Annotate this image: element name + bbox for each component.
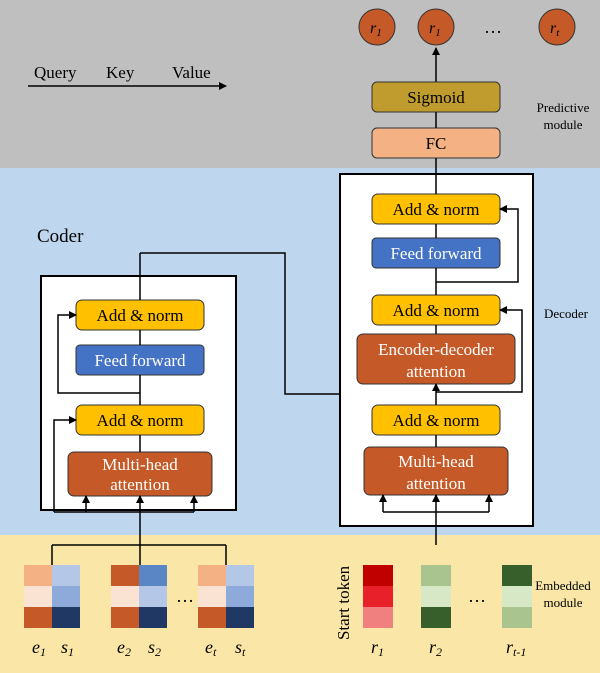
decoder-input-rt1 (502, 565, 532, 628)
embedded-band (0, 535, 600, 673)
coder-attention-label-1: Multi-head (102, 455, 178, 474)
legend-value: Value (172, 63, 211, 82)
output-rt: rt (538, 8, 576, 46)
coder-feed-forward-label: Feed forward (94, 351, 186, 370)
decoder-input-r2 (421, 565, 451, 628)
decoder-attention-label-1: Multi-head (398, 452, 474, 471)
decoder-connections (379, 158, 523, 545)
predictive-label-2: module (544, 117, 583, 132)
svg-text:s1: s1 (61, 637, 74, 659)
decoder-add-norm-top-label: Add & norm (393, 200, 480, 219)
legend-key: Key (106, 63, 135, 82)
output-r1a: r1 (358, 8, 396, 46)
embedded-label-1: Embedded (535, 578, 591, 593)
decoder-attention-label-2: attention (406, 474, 466, 493)
coder-add-norm-bottom-label: Add & norm (97, 411, 184, 430)
svg-text:rt: rt (550, 20, 560, 39)
embedding-dots-left: … (176, 586, 194, 606)
sigmoid-label: Sigmoid (407, 88, 465, 107)
embedded-label-2: module (544, 595, 583, 610)
svg-text:st: st (235, 637, 246, 659)
predictive-label-1: Predictive (537, 100, 590, 115)
legend-query: Query (34, 63, 77, 82)
embedding-et (198, 565, 226, 628)
svg-text:e1: e1 (32, 637, 46, 659)
coder-title: Coder (37, 226, 84, 247)
output-dots: … (484, 17, 502, 37)
embedding-input-labels: e1 s1 e2 s2 et st (32, 637, 246, 659)
predictive-band (0, 0, 600, 168)
decoder-input-labels: r1 r2 rt-1 (371, 637, 526, 659)
embedding-s2 (139, 565, 167, 628)
coder-input-ticks (51, 545, 227, 565)
start-token-label: Start token (334, 565, 353, 640)
svg-text:r1: r1 (370, 20, 382, 39)
decoder-input-r1 (363, 565, 393, 628)
decoder-encdec-label-1: Encoder-decoder (378, 340, 494, 359)
decoder-input-dots: … (468, 586, 486, 606)
embedding-st (226, 565, 254, 628)
svg-text:r1: r1 (429, 20, 441, 39)
svg-text:r2: r2 (429, 637, 442, 659)
decoder-label: Decoder (544, 306, 589, 321)
fc-label: FC (426, 134, 447, 153)
embedding-s1 (52, 565, 80, 628)
svg-text:et: et (205, 637, 217, 659)
embedding-e1 (24, 565, 52, 628)
svg-text:e2: e2 (117, 637, 131, 659)
svg-text:r1: r1 (371, 637, 384, 659)
svg-text:s2: s2 (148, 637, 161, 659)
decoder-add-norm-bottom-label: Add & norm (393, 411, 480, 430)
decoder-add-norm-mid-label: Add & norm (393, 301, 480, 320)
decoder-feed-forward-label: Feed forward (390, 244, 482, 263)
coder-add-norm-top-label: Add & norm (97, 306, 184, 325)
svg-text:rt-1: rt-1 (506, 637, 526, 659)
embedding-e2 (111, 565, 139, 628)
decoder-encdec-label-2: attention (406, 362, 466, 381)
coder-attention-label-2: attention (110, 475, 170, 494)
output-r1b: r1 (417, 8, 455, 46)
